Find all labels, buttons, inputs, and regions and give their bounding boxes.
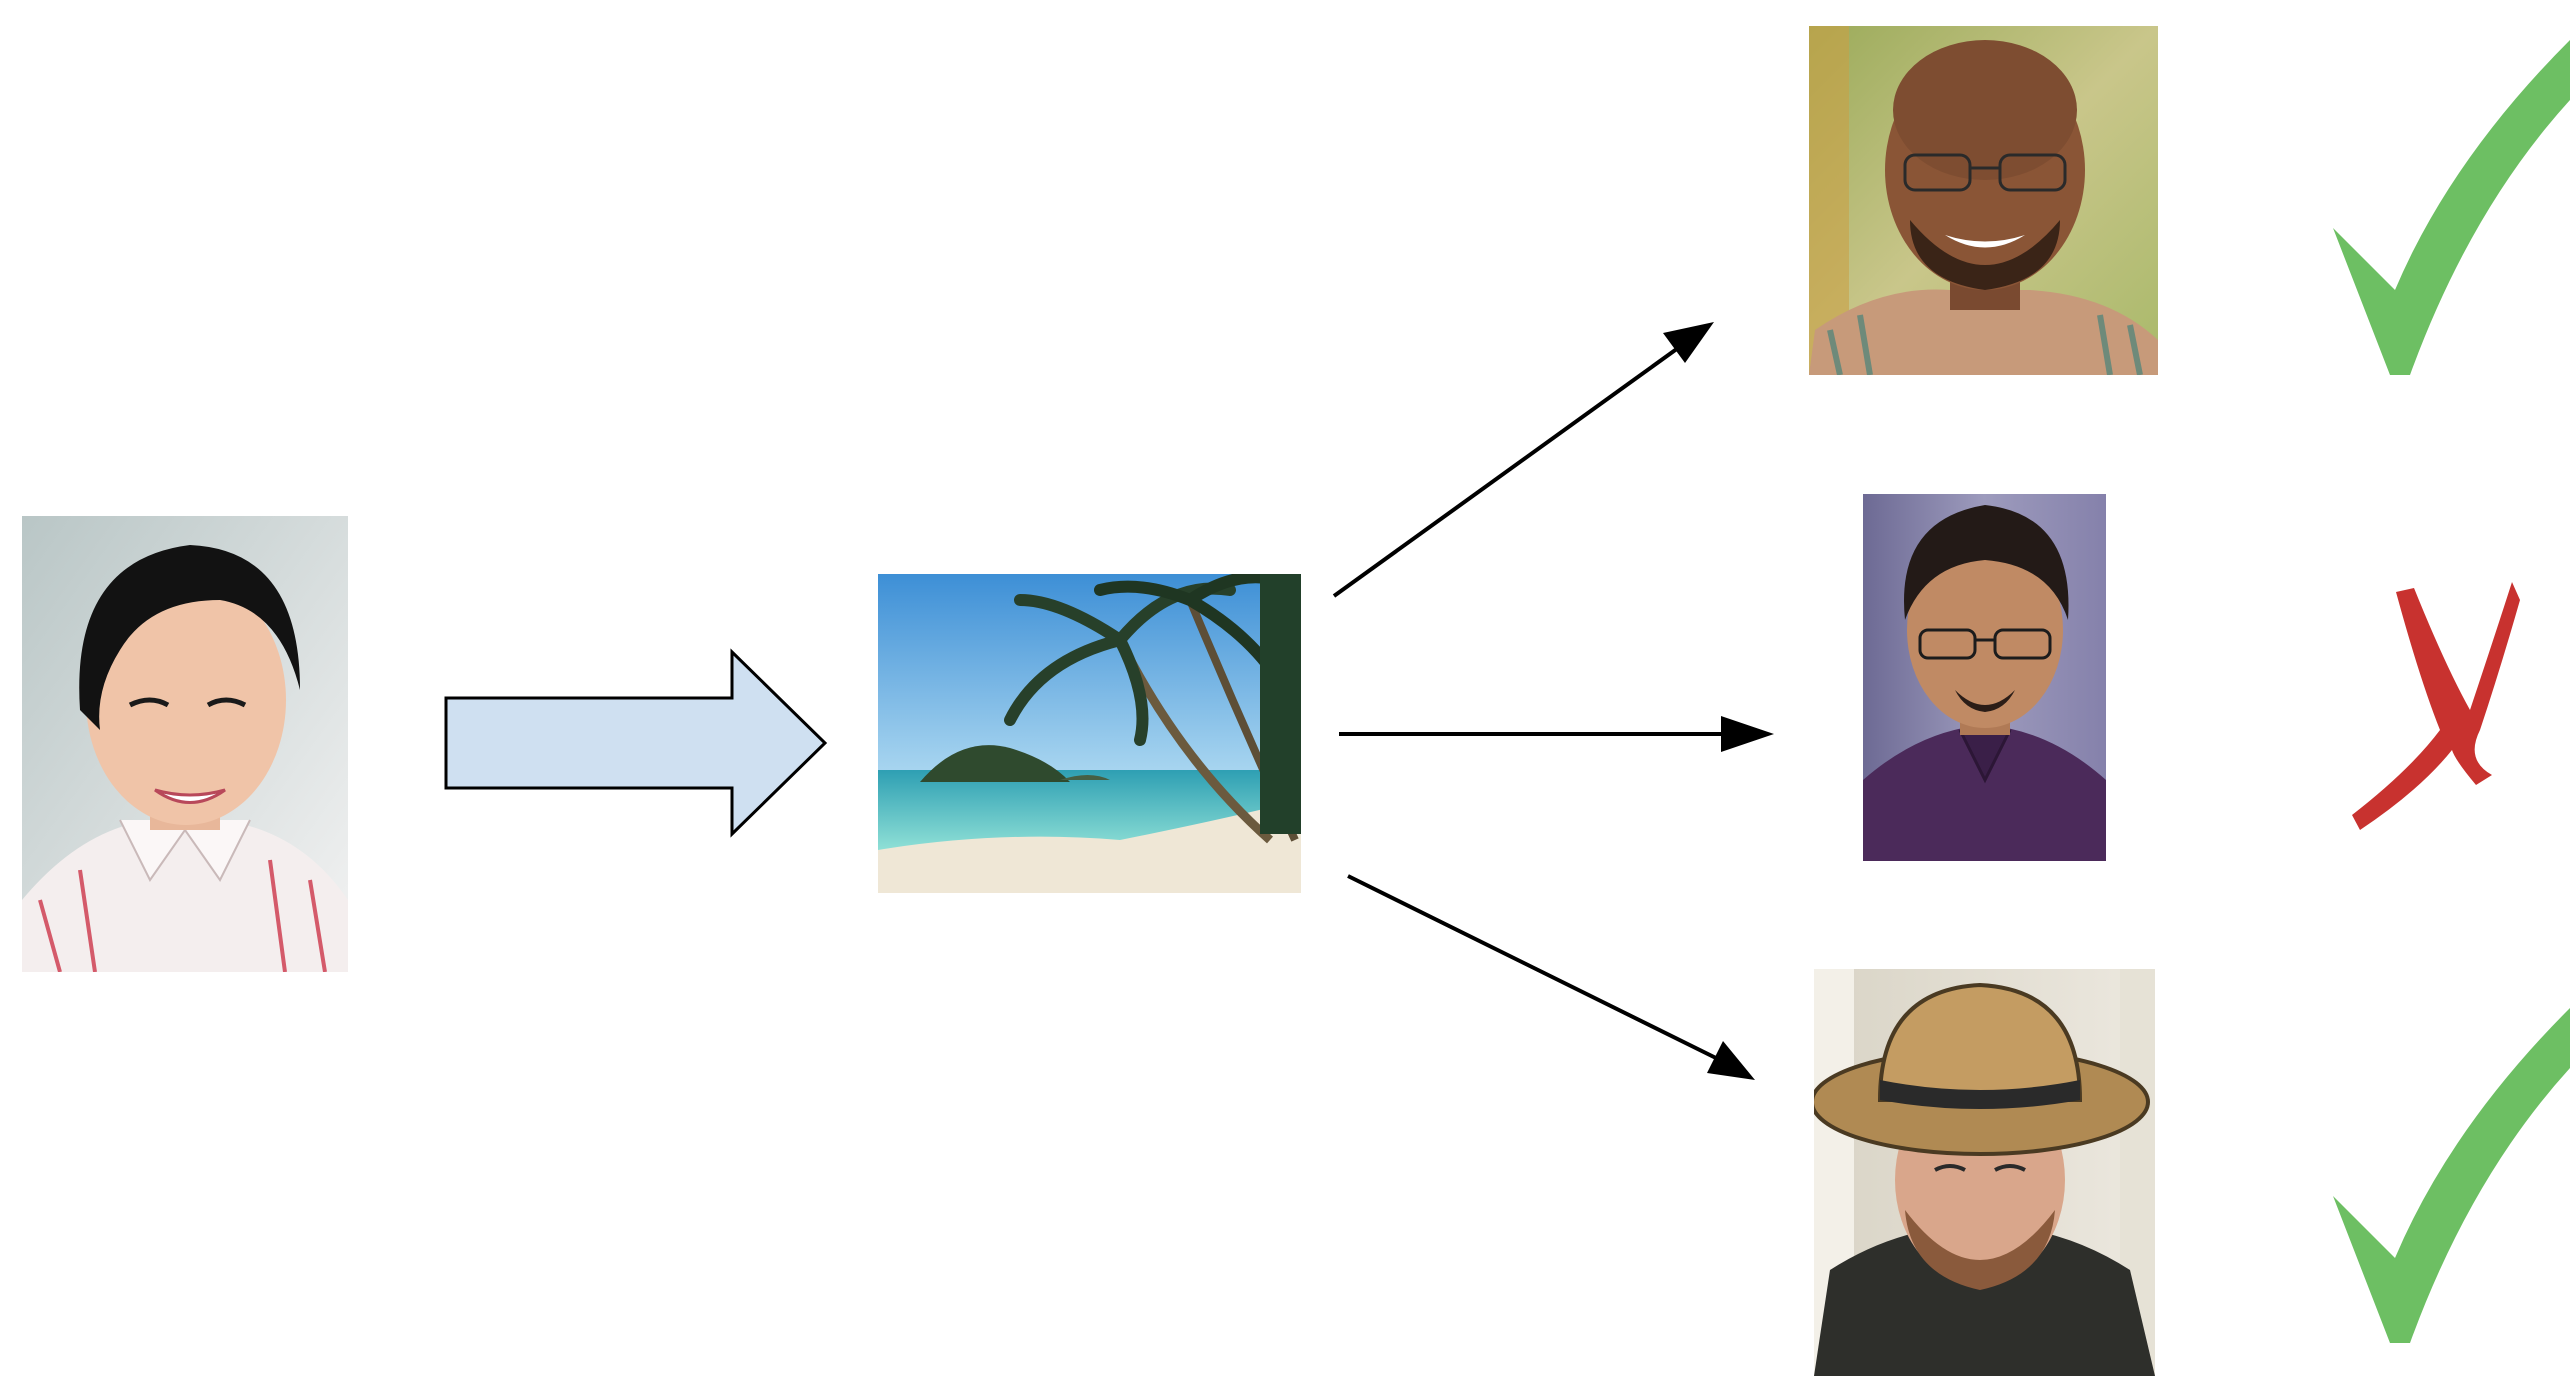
check-mark-icon bbox=[2333, 1008, 2570, 1343]
cross-mark-icon bbox=[2352, 582, 2520, 830]
arrow-to-candidate-1 bbox=[1332, 322, 1714, 598]
arrow-to-candidate-3 bbox=[1347, 874, 1755, 1080]
man-straw-hat-portrait-photo bbox=[1814, 969, 2155, 1376]
woman-portrait-photo bbox=[22, 516, 348, 972]
bald-man-glasses-portrait-photo bbox=[1809, 26, 2158, 375]
man-glasses-purple-shirt-portrait-photo bbox=[1863, 494, 2106, 861]
arrow-to-candidate-2 bbox=[1339, 716, 1774, 752]
tropical-beach-photo bbox=[878, 574, 1301, 893]
block-arrow-right bbox=[444, 648, 828, 838]
check-mark-icon bbox=[2333, 40, 2570, 375]
